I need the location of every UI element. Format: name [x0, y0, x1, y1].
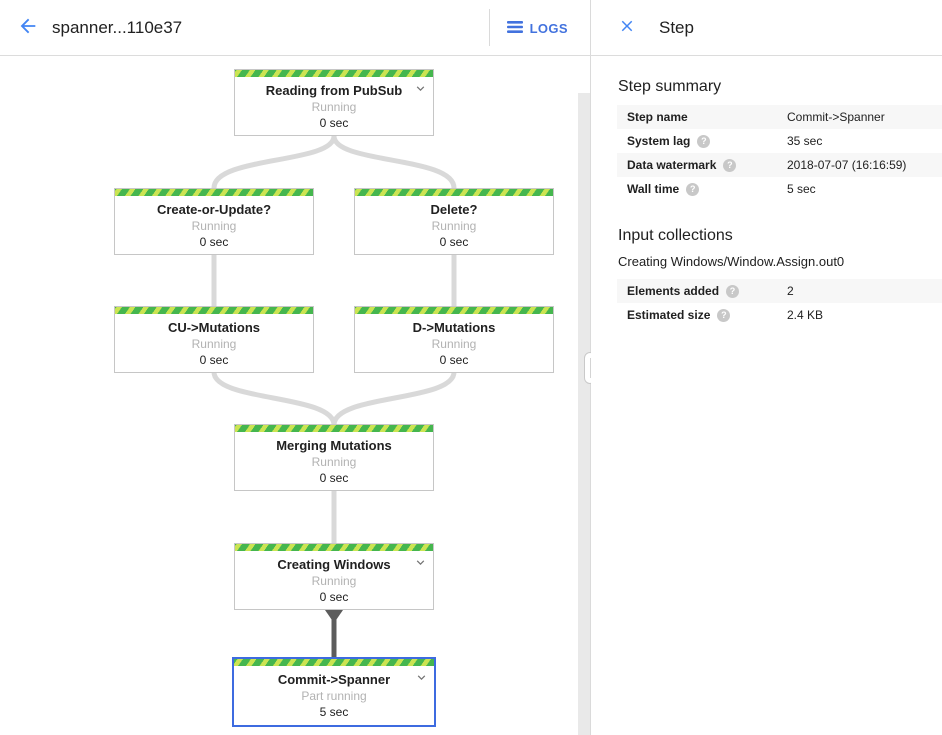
job-header: spanner...110e37 LOGS	[0, 0, 590, 55]
step-node-title: Reading from PubSub	[265, 83, 403, 98]
step-node-time: 0 sec	[199, 353, 229, 367]
running-stripe	[115, 189, 313, 196]
step-node-status: Running	[191, 219, 237, 233]
edge-cu-merging	[211, 369, 337, 428]
step-node-time: 0 sec	[319, 590, 349, 604]
running-stripe	[355, 307, 553, 314]
row-value: 2018-07-07 (16:16:59)	[787, 158, 907, 172]
step-node-status: Running	[431, 219, 477, 233]
step-node-d-mutations[interactable]: D->Mutations Running 0 sec	[354, 306, 554, 373]
edge-windows-commit-arrowhead	[325, 610, 343, 623]
row-value: Commit->Spanner	[787, 110, 885, 124]
help-icon[interactable]: ?	[717, 308, 731, 322]
step-node-title: Commit->Spanner	[277, 672, 391, 687]
step-node-merging-mutations[interactable]: Merging Mutations Running 0 sec	[234, 424, 434, 491]
running-stripe	[234, 659, 434, 666]
step-node-cu-mutations[interactable]: CU->Mutations Running 0 sec	[114, 306, 314, 373]
step-node-commit-spanner[interactable]: Commit->Spanner Part running 5 sec	[232, 657, 436, 727]
help-icon[interactable]: ?	[723, 158, 737, 172]
step-node-time: 0 sec	[439, 235, 469, 249]
input-collection-name: Creating Windows/Window.Assign.out0	[618, 254, 845, 269]
running-stripe	[235, 425, 433, 432]
table-row: Wall time? 5 sec	[617, 177, 942, 201]
running-stripe	[235, 544, 433, 551]
row-value: 2.4 KB	[787, 308, 824, 322]
pipeline-graph-canvas[interactable]: Reading from PubSub Running 0 sec Create…	[0, 56, 578, 735]
step-panel-header: Step	[590, 0, 942, 55]
table-row: Estimated size? 2.4 KB	[617, 303, 942, 327]
chevron-down-icon[interactable]	[413, 81, 428, 101]
row-label: Step name	[627, 110, 688, 124]
running-stripe	[235, 70, 433, 77]
help-icon[interactable]: ?	[726, 284, 740, 298]
job-title: spanner...110e37	[52, 17, 183, 37]
step-node-title: D->Mutations	[412, 320, 496, 335]
row-label: System lag	[627, 134, 691, 148]
row-value: 35 sec	[787, 134, 823, 148]
step-node-status: Running	[311, 574, 357, 588]
table-row: System lag? 35 sec	[617, 129, 942, 153]
row-label: Wall time	[627, 182, 680, 196]
step-node-title: Delete?	[430, 202, 478, 217]
step-node-create-or-update[interactable]: Create-or-Update? Running 0 sec	[114, 188, 314, 255]
step-node-reading-from-pubsub[interactable]: Reading from PubSub Running 0 sec	[234, 69, 434, 136]
chevron-down-icon[interactable]	[413, 555, 428, 575]
pipeline-edges	[211, 133, 457, 658]
graph-vertical-scrollbar[interactable]	[578, 93, 591, 735]
step-node-status: Part running	[301, 689, 367, 703]
input-collections-table: Elements added? 2 Estimated size? 2.4 KB	[617, 279, 942, 327]
edge-d-merging	[331, 369, 457, 428]
input-collections-heading: Input collections	[618, 227, 733, 244]
close-icon	[618, 17, 636, 38]
step-node-title: CU->Mutations	[167, 320, 261, 335]
table-row: Step name Commit->Spanner	[617, 105, 942, 129]
step-node-time: 0 sec	[319, 471, 349, 485]
step-node-status: Running	[431, 337, 477, 351]
logs-label: LOGS	[529, 20, 568, 36]
back-arrow-icon	[17, 15, 39, 40]
table-row: Elements added? 2	[617, 279, 942, 303]
help-icon[interactable]: ?	[697, 134, 711, 148]
row-value: 2	[787, 284, 794, 298]
step-node-status: Running	[311, 455, 357, 469]
step-node-title: Merging Mutations	[276, 438, 392, 453]
step-node-status: Running	[311, 100, 357, 114]
row-label: Data watermark	[627, 158, 717, 172]
step-summary-table: Step name Commit->Spanner System lag? 35…	[617, 105, 942, 201]
step-node-time: 5 sec	[319, 705, 349, 719]
row-label: Estimated size	[627, 308, 711, 322]
step-node-time: 0 sec	[199, 235, 229, 249]
close-panel-button[interactable]	[607, 8, 647, 48]
running-stripe	[355, 189, 553, 196]
panel-title: Step	[659, 17, 694, 37]
logs-button[interactable]: LOGS	[506, 0, 568, 56]
edge-pubsub-create	[211, 133, 337, 191]
step-summary-heading: Step summary	[618, 78, 722, 95]
step-node-title: Creating Windows	[277, 557, 391, 572]
help-icon[interactable]: ?	[686, 182, 700, 196]
step-node-title: Create-or-Update?	[156, 202, 272, 217]
row-label: Elements added	[627, 284, 720, 298]
step-node-time: 0 sec	[439, 353, 469, 367]
table-row: Data watermark? 2018-07-07 (16:16:59)	[617, 153, 942, 177]
row-value: 5 sec	[787, 182, 816, 196]
step-node-delete[interactable]: Delete? Running 0 sec	[354, 188, 554, 255]
step-node-creating-windows[interactable]: Creating Windows Running 0 sec	[234, 543, 434, 610]
header-divider	[489, 9, 490, 46]
top-header: spanner...110e37 LOGS Step	[0, 0, 942, 56]
back-button[interactable]	[8, 8, 48, 48]
step-node-status: Running	[191, 337, 237, 351]
step-detail-panel: Step summary Step name Commit->Spanner S…	[591, 56, 942, 735]
logs-list-icon	[506, 20, 523, 37]
edge-pubsub-delete	[331, 133, 457, 191]
running-stripe	[115, 307, 313, 314]
step-node-time: 0 sec	[319, 116, 349, 130]
chevron-down-icon[interactable]	[414, 670, 429, 690]
